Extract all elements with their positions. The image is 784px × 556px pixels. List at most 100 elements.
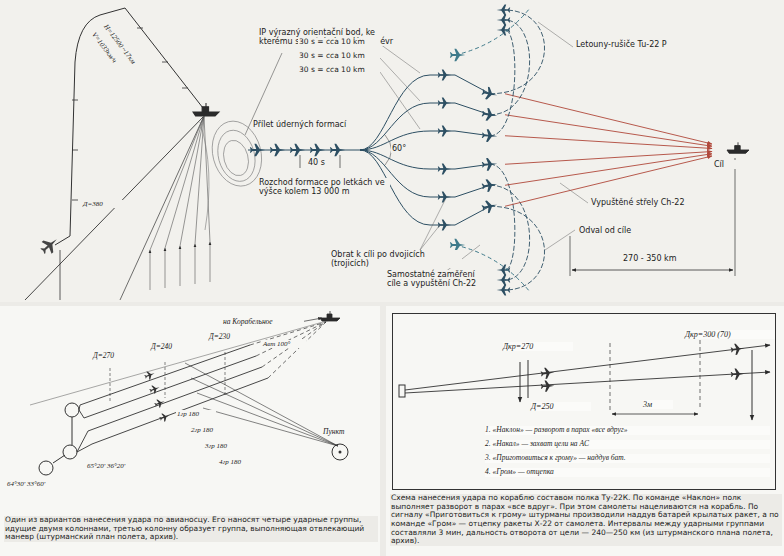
dimension-extension bbox=[570, 158, 735, 276]
route-tick bbox=[72, 100, 78, 101]
left-panel bbox=[0, 306, 380, 556]
breakaway-track bbox=[490, 206, 545, 290]
annotation-label: Д=270 bbox=[92, 352, 130, 361]
annotation-label: 1гр 180 bbox=[176, 410, 216, 418]
diversion-track bbox=[185, 363, 338, 446]
time-bracket bbox=[300, 155, 340, 168]
aircraft-icon bbox=[438, 69, 452, 80]
attack-turn-track bbox=[455, 206, 490, 225]
annotation-label: 65°20' 36°20' bbox=[86, 462, 132, 470]
approach-line bbox=[180, 246, 181, 286]
aircraft-icon bbox=[450, 49, 465, 62]
route-line bbox=[53, 417, 72, 463]
top-panel bbox=[0, 0, 784, 302]
distance-label: 3м bbox=[643, 400, 673, 409]
annotation-label: 270 - 350 km bbox=[622, 254, 704, 263]
right-panel bbox=[386, 306, 784, 556]
formation-track bbox=[360, 103, 455, 150]
annotation-label: 40 s bbox=[307, 158, 337, 167]
annotation-label: Rozchod formace po letkách ve výšce kole… bbox=[258, 178, 390, 196]
leader-line bbox=[560, 183, 588, 203]
distance-label: Дкр=270 bbox=[503, 342, 573, 351]
turn-line bbox=[752, 350, 753, 420]
formation-track bbox=[360, 75, 455, 150]
aircraft-icon bbox=[481, 107, 498, 122]
annotation-label: Obrat k cíli po dvojicích (trojicích) bbox=[330, 250, 462, 268]
leader-line bbox=[380, 44, 420, 73]
annotation-label: 2гр 180 bbox=[190, 426, 230, 434]
leader-line bbox=[420, 200, 445, 250]
attack-turn-track bbox=[455, 185, 490, 197]
command-line: 3. «Приготовиться к грому» — наддув бат. bbox=[485, 454, 770, 463]
waypoint-circle bbox=[332, 444, 348, 460]
aircraft-icon bbox=[310, 144, 325, 157]
distance-label: Д=250 bbox=[531, 402, 591, 411]
route-tick bbox=[162, 62, 168, 63]
target-marker bbox=[399, 385, 405, 397]
annotation-label: 4гр 180 bbox=[218, 458, 258, 466]
annotation-label: 30 s = cca 10 km bbox=[298, 52, 380, 61]
missile-track bbox=[505, 156, 712, 206]
aircraft-icon bbox=[37, 233, 61, 257]
aircraft-icon bbox=[731, 368, 745, 380]
dimension-line bbox=[612, 414, 698, 415]
leader-line bbox=[380, 58, 420, 101]
aircraft-icon bbox=[481, 86, 499, 102]
strike-track bbox=[79, 345, 250, 410]
approach-line bbox=[210, 242, 211, 282]
aircraft-icon bbox=[438, 125, 452, 136]
aircraft-icon bbox=[730, 343, 745, 356]
annotation-label: Д=240 bbox=[150, 343, 188, 352]
leader-line bbox=[545, 230, 575, 250]
strike-track bbox=[79, 356, 256, 418]
aircraft-icon bbox=[250, 144, 265, 157]
breakaway-track bbox=[490, 20, 530, 115]
aircraft-icon bbox=[158, 411, 170, 422]
annotation-label: Cíl bbox=[713, 160, 739, 169]
aircraft-icon bbox=[438, 97, 452, 108]
annotation-label: Vypuštěné střely Ch-22 bbox=[590, 198, 702, 207]
caption-text: Схема нанесения удара по кораблю составо… bbox=[390, 494, 782, 546]
breakaway-track bbox=[490, 10, 545, 94]
missile-track bbox=[505, 94, 712, 144]
annotation-label: Odval od cíle bbox=[578, 226, 660, 235]
missile-track bbox=[505, 154, 712, 185]
breakaway-track bbox=[490, 30, 515, 136]
aircraft-icon bbox=[482, 158, 498, 171]
approach-line bbox=[165, 248, 166, 288]
annotation-label: Přílet úderných formací bbox=[252, 120, 354, 129]
attack-turn-track bbox=[455, 103, 490, 115]
ship-symbol bbox=[320, 311, 340, 321]
waypoint-circle bbox=[63, 445, 77, 459]
aircraft-icon bbox=[481, 198, 499, 214]
annotation-label: на Корабельное bbox=[222, 318, 304, 327]
scheme-frame: Дкр=270Д=2503мДкр=300 (70)1. «Наклон» — … bbox=[392, 313, 776, 490]
aircraft-icon bbox=[497, 274, 511, 285]
strike-track bbox=[262, 322, 326, 367]
aircraft-icon bbox=[330, 144, 345, 157]
aircraft-icon bbox=[148, 383, 160, 394]
strike-track bbox=[256, 322, 326, 356]
turn-line bbox=[520, 362, 521, 402]
ip-landmark-contour bbox=[212, 126, 260, 186]
attack-line bbox=[195, 116, 204, 244]
attack-line bbox=[405, 372, 770, 393]
route-tick bbox=[182, 88, 188, 89]
route-tick bbox=[72, 150, 78, 151]
approach-line bbox=[150, 250, 151, 290]
aircraft-icon bbox=[482, 129, 498, 142]
ship-symbol bbox=[193, 103, 219, 116]
aircraft-icon bbox=[540, 367, 555, 380]
waypoint-circle bbox=[39, 461, 53, 475]
attack-turn-track bbox=[455, 75, 490, 94]
annotation-label: Д=380 bbox=[82, 200, 124, 208]
attack-line bbox=[150, 116, 204, 250]
bearing-line bbox=[30, 320, 330, 405]
aircraft-icon bbox=[497, 284, 511, 295]
leader-line bbox=[538, 22, 573, 47]
aircraft-icon bbox=[290, 144, 305, 157]
annotation-label: Авт 100° bbox=[262, 340, 306, 348]
attack-line bbox=[405, 345, 770, 390]
annotation-label: 30 s = cca 10 km bbox=[298, 38, 380, 47]
